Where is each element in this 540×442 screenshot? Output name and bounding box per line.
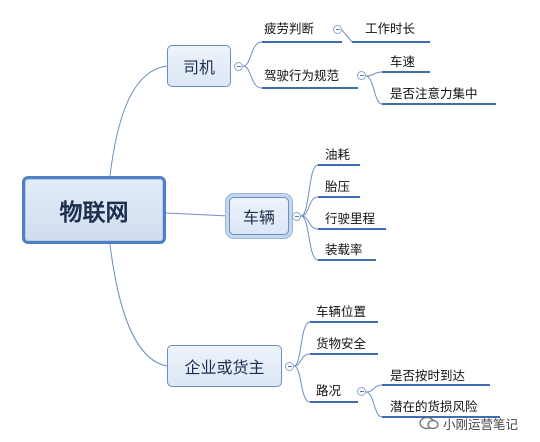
- collapse-enterprise-toggle[interactable]: [285, 362, 294, 371]
- leaf-mileage[interactable]: 行驶里程: [325, 211, 376, 226]
- link-fatigue-hours: [341, 29, 353, 43]
- collapse-behavior-toggle[interactable]: [357, 71, 366, 80]
- link-root-enterprise: [109, 243, 168, 367]
- leaf-on-time-arrival[interactable]: 是否按时到达: [390, 368, 466, 383]
- link-vehicle-leaf-3: [300, 215, 319, 261]
- leaf-road-conditions[interactable]: 路况: [316, 383, 342, 398]
- link-driver-fatigue: [242, 41, 263, 67]
- link-enterprise-location: [293, 321, 311, 367]
- leaf-fatigue-judgement[interactable]: 疲劳判断: [264, 21, 315, 36]
- link-behavior-attention: [365, 75, 383, 105]
- link-driver-behavior: [242, 65, 263, 89]
- link-behavior-speed: [365, 71, 383, 77]
- link-vehicle-leaf-1: [300, 196, 319, 217]
- node-enterprise-or-shipper[interactable]: 企业或货主: [167, 345, 282, 387]
- leaf-working-hours[interactable]: 工作时长: [365, 21, 416, 36]
- collapse-road-toggle[interactable]: [357, 387, 366, 396]
- collapse-fatigue-toggle[interactable]: [333, 25, 342, 34]
- leaf-fuel-consumption[interactable]: 油耗: [325, 147, 351, 162]
- leaf-load-rate[interactable]: 装载率: [325, 242, 363, 257]
- link-road-risk: [365, 391, 383, 418]
- node-driver[interactable]: 司机: [167, 45, 231, 87]
- link-enterprise-safety: [293, 353, 311, 367]
- root-node[interactable]: 物联网: [22, 176, 166, 244]
- link-road-ontime: [365, 384, 383, 393]
- leaf-speed[interactable]: 车速: [390, 54, 416, 69]
- link-root-vehicle: [165, 212, 230, 217]
- watermark-text: 小刚运营笔记: [443, 416, 519, 432]
- link-enterprise-road: [293, 365, 311, 403]
- leaf-vehicle-location[interactable]: 车辆位置: [316, 304, 367, 319]
- node-vehicle[interactable]: 车辆: [229, 197, 289, 235]
- link-root-driver: [109, 65, 168, 177]
- leaf-driving-behavior[interactable]: 驾驶行为规范: [264, 68, 340, 83]
- collapse-vehicle-toggle[interactable]: [292, 212, 301, 221]
- watermark: 小刚运营笔记: [419, 411, 535, 435]
- wechat-icon: [419, 416, 439, 430]
- collapse-driver-toggle[interactable]: [234, 62, 243, 71]
- leaf-attention[interactable]: 是否注意力集中: [390, 86, 478, 101]
- leaf-tire-pressure[interactable]: 胎压: [325, 179, 351, 194]
- link-vehicle-leaf-0: [300, 164, 319, 217]
- leaf-cargo-safety[interactable]: 货物安全: [316, 336, 367, 351]
- leaf-cargo-damage-risk[interactable]: 潜在的货损风险: [390, 399, 478, 414]
